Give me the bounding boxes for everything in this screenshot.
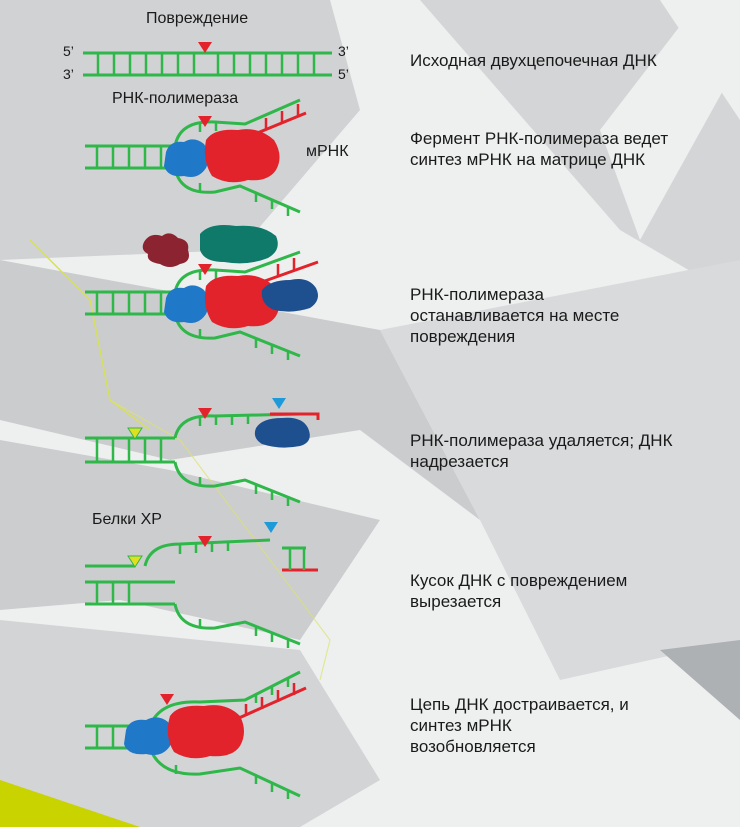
step-4-incision [85,398,320,506]
step-1-description: Исходная двухцепочечная ДНК [410,51,657,70]
step-6-description: Цепь ДНК достраивается, и синтез мРНК во… [410,695,629,756]
step-3-stall [85,225,319,360]
damage-label: Повреждение [146,10,249,27]
damage-marker [198,536,212,547]
protein-dark-blue [261,279,318,312]
rna-polymerase-label: РНК-полимераза [112,90,239,107]
polymerase-red [204,129,280,183]
damage-marker [198,264,212,275]
damage-marker [160,694,174,705]
xp-proteins-label: Белки ХР [92,511,162,528]
protein-maroon [142,233,189,267]
protein-teal [200,225,278,264]
step-3-description: РНК-полимераза останавливается на месте … [410,285,620,346]
cut-marker-blue [264,522,278,533]
damage-marker [198,116,212,127]
end-label-3-bottom: 3’ [63,66,74,82]
step-2-description: Фермент РНК-полимераза ведет синтез мРНК… [410,129,669,169]
polymerase-blue [164,139,209,177]
cut-marker-yellow [127,555,143,568]
step-6-resume [85,670,307,799]
end-label-5-bottom: 5’ [338,66,349,82]
cut-marker-yellow [127,427,143,440]
end-label-3-top: 3’ [338,43,349,59]
damage-marker [198,42,212,53]
step-2-transcription [85,98,307,216]
base-pairs [96,53,316,75]
step-5-excision [85,522,318,648]
damage-marker [198,408,212,419]
step-4-description: РНК-полимераза удаляется; ДНК надрезаетс… [410,431,673,471]
step-5-description: Кусок ДНК с повреждением вырезается [410,571,628,611]
end-label-5-top: 5’ [63,43,74,59]
cut-marker-blue [272,398,286,409]
mrna-label: мРНК [306,143,349,160]
excised-fragment [282,546,318,572]
step-1-dna [83,42,332,77]
